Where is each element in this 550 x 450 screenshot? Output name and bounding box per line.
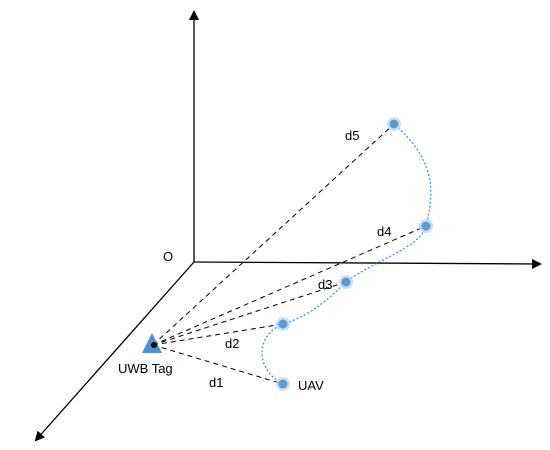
uav-point-4	[421, 221, 431, 231]
y-axis	[193, 258, 542, 269]
distance-label-d3: d3	[318, 277, 332, 292]
origin-label: O	[163, 249, 173, 264]
uwb-tag-label: UWB Tag	[118, 361, 173, 376]
range-line-d1	[152, 344, 284, 385]
range-line-d5	[152, 123, 395, 346]
uav-trajectory	[261, 123, 432, 385]
uav-point-2	[278, 319, 288, 329]
tag-dot	[151, 342, 157, 348]
uav-point-3	[341, 277, 351, 287]
uav-label: UAV	[298, 378, 324, 393]
uwb-tag-marker	[142, 333, 162, 353]
x-axis	[34, 261, 195, 442]
distance-label-d5: d5	[345, 128, 359, 143]
distance-label-d2: d2	[225, 336, 239, 351]
axes	[34, 10, 542, 442]
distance-label-d4: d4	[377, 224, 391, 239]
uav-point-1	[278, 379, 288, 389]
distance-label-d1: d1	[209, 375, 223, 390]
range-line-d3	[152, 281, 347, 346]
uav-points	[276, 117, 433, 391]
range-line-d2	[152, 323, 284, 346]
range-line-d4	[152, 225, 427, 346]
uav-point-5	[389, 119, 399, 129]
range-lines	[152, 123, 427, 385]
